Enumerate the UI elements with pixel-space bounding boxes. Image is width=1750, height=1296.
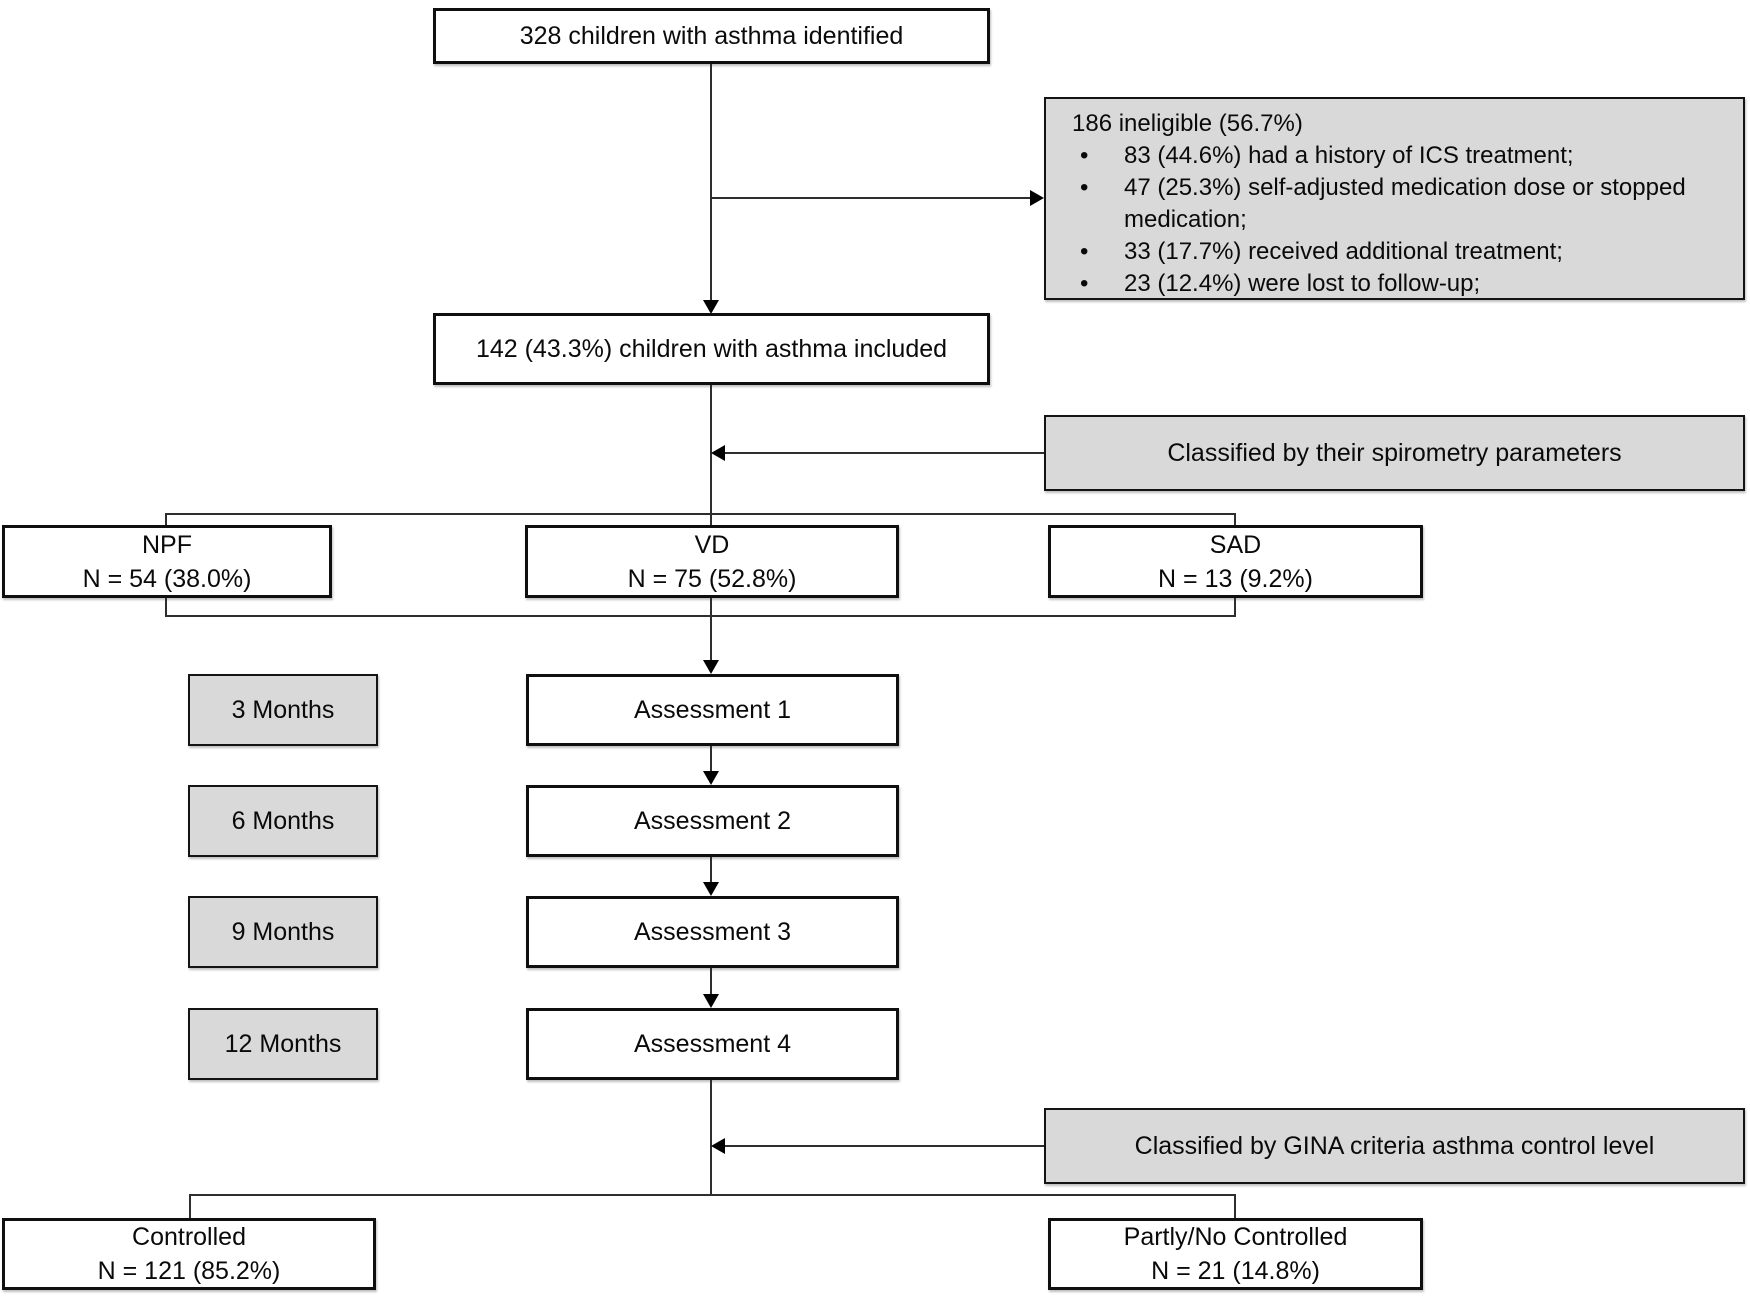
outcome-partly-count: N = 21 (14.8%) <box>1151 1257 1320 1285</box>
group-vd-count: N = 75 (52.8%) <box>627 564 797 593</box>
connector-a1-a2 <box>710 746 712 772</box>
arrowhead-into-ineligible <box>1030 190 1044 206</box>
group-sad-count: N = 13 (9.2%) <box>1158 564 1313 593</box>
connector-a4-to-split <box>710 1080 712 1195</box>
spirometry-note-label: Classified by their spirometry parameter… <box>1167 438 1622 467</box>
arrowhead-into-assessment2 <box>703 771 719 785</box>
outcome-controlled-count: N = 121 (85.2%) <box>97 1257 281 1285</box>
box-assessment-1: Assessment 1 <box>526 674 899 746</box>
box-time-6-months: 6 Months <box>188 785 378 857</box>
box-ineligible: 186 ineligible (56.7%) • 83 (44.6%) had … <box>1044 97 1745 300</box>
box-gina-note: Classified by GINA criteria asthma contr… <box>1044 1108 1745 1184</box>
box-assessment-4: Assessment 4 <box>526 1008 899 1080</box>
bullet-icon: • <box>1080 142 1089 169</box>
ineligible-title: 186 ineligible (56.7%) <box>1072 110 1303 137</box>
box-identified-label: 328 children with asthma identified <box>519 21 904 50</box>
connector-merge-sad <box>1234 598 1236 616</box>
box-time-3-months: 3 Months <box>188 674 378 746</box>
group-sad-name: SAD <box>1209 530 1262 559</box>
ineligible-item-text: 33 (17.7%) received additional treatment… <box>1124 238 1563 265</box>
box-group-sad: SAD N = 13 (9.2%) <box>1048 525 1423 598</box>
time-12-months-label: 12 Months <box>224 1029 342 1058</box>
ineligible-item: • 33 (17.7%) received additional treatme… <box>1072 236 1725 268</box>
time-3-months-label: 3 Months <box>231 695 335 724</box>
ineligible-item-text: 23 (12.4%) were lost to follow-up; <box>1124 270 1481 297</box>
ineligible-item: • 83 (44.6%) had a history of ICS treatm… <box>1072 140 1725 172</box>
arrowhead-spirometry <box>711 445 725 461</box>
bullet-icon: • <box>1080 270 1089 297</box>
outcome-partly-name: Partly/No Controlled <box>1123 1223 1348 1251</box>
assessment-1-label: Assessment 1 <box>633 695 791 724</box>
ineligible-item-text: 83 (44.6%) had a history of ICS treatmen… <box>1124 142 1574 169</box>
group-vd-name: VD <box>694 530 730 559</box>
assessment-2-label: Assessment 2 <box>633 806 791 835</box>
box-outcome-controlled: Controlled N = 121 (85.2%) <box>2 1218 376 1290</box>
box-included: 142 (43.3%) children with asthma include… <box>433 313 990 385</box>
connector-gina-arrow <box>724 1145 1044 1147</box>
ineligible-item: • 23 (12.4%) were lost to follow-up; <box>1072 268 1725 300</box>
box-group-vd: VD N = 75 (52.8%) <box>525 525 899 598</box>
connector-split-outcomes <box>189 1194 1236 1196</box>
box-time-12-months: 12 Months <box>188 1008 378 1080</box>
group-npf-count: N = 54 (38.0%) <box>82 564 252 593</box>
box-outcome-partly-no-controlled: Partly/No Controlled N = 21 (14.8%) <box>1048 1218 1423 1290</box>
connector-split-groups <box>165 513 1236 515</box>
connector-merge-vd <box>710 598 712 616</box>
arrowhead-into-assessment4 <box>703 994 719 1008</box>
time-9-months-label: 9 Months <box>231 917 335 946</box>
arrowhead-into-included <box>703 300 719 314</box>
box-assessment-3: Assessment 3 <box>526 896 899 968</box>
box-time-9-months: 9 Months <box>188 896 378 968</box>
box-spirometry-note: Classified by their spirometry parameter… <box>1044 415 1745 491</box>
gina-note-label: Classified by GINA criteria asthma contr… <box>1134 1131 1655 1160</box>
connector-spirometry-arrow <box>724 452 1044 454</box>
connector-merge-to-assessment1 <box>710 617 712 661</box>
bullet-icon: • <box>1080 174 1089 201</box>
box-identified: 328 children with asthma identified <box>433 8 990 64</box>
group-npf-name: NPF <box>142 530 192 559</box>
time-6-months-label: 6 Months <box>231 806 335 835</box>
connector-a3-a4 <box>710 968 712 996</box>
connector-merge-npf <box>165 598 167 616</box>
ineligible-item-text: 47 (25.3%) self-adjusted medication dose… <box>1124 174 1686 233</box>
box-included-label: 142 (43.3%) children with asthma include… <box>475 334 948 363</box>
arrowhead-gina <box>711 1138 725 1154</box>
arrowhead-into-assessment3 <box>703 882 719 896</box>
box-assessment-2: Assessment 2 <box>526 785 899 857</box>
connector-drop-sad <box>1234 513 1236 525</box>
box-group-npf: NPF N = 54 (38.0%) <box>2 525 332 598</box>
connector-drop-npf <box>165 513 167 525</box>
assessment-4-label: Assessment 4 <box>633 1029 791 1058</box>
connector-drop-partly <box>1234 1194 1236 1218</box>
ineligible-item: • 47 (25.3%) self-adjusted medication do… <box>1072 172 1725 236</box>
connector-to-ineligible <box>711 197 1031 199</box>
connector-a2-a3 <box>710 857 712 883</box>
connector-identified-to-included <box>710 64 712 302</box>
connector-drop-controlled <box>189 1194 191 1218</box>
outcome-controlled-name: Controlled <box>132 1223 246 1251</box>
connector-merge-bar <box>165 615 1236 617</box>
arrowhead-into-assessment1 <box>703 660 719 674</box>
bullet-icon: • <box>1080 238 1089 265</box>
assessment-3-label: Assessment 3 <box>633 917 791 946</box>
